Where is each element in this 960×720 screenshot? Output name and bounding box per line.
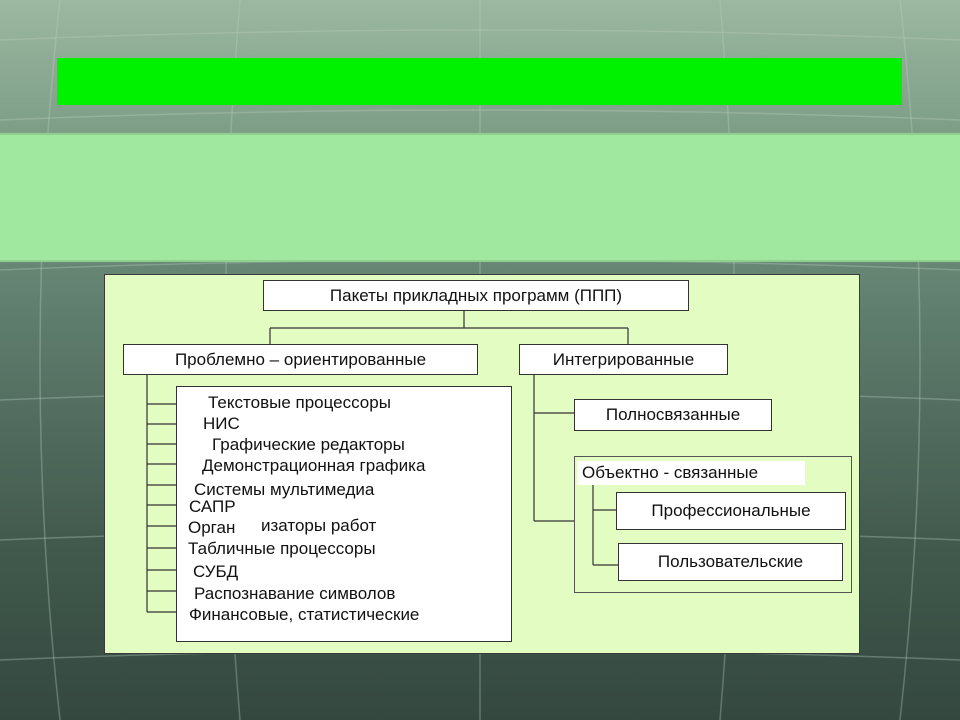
fully-connected-label: Полносвязанные: [605, 405, 741, 424]
object-connected-group: [574, 456, 852, 593]
professional-node: Профессиональные: [616, 492, 846, 530]
list-item: Системы мультимедиа: [194, 480, 375, 499]
list-item: Орган: [188, 518, 236, 537]
list-item: Текстовые процессоры: [208, 393, 391, 412]
integrated-label: Интегрированные: [552, 349, 695, 369]
list-item: Графические редакторы: [212, 435, 405, 454]
list-item: НИС: [203, 414, 240, 433]
list-item: СУБД: [193, 562, 239, 581]
professional-label: Профессиональные: [651, 501, 811, 520]
fully-connected-node: Полносвязанные: [574, 399, 772, 431]
root-node: Пакеты прикладных программ (ППП): [263, 280, 689, 311]
list-item: Демонстрационная графика: [202, 456, 426, 475]
title-bar: [57, 58, 902, 105]
user-label: Пользовательские: [657, 552, 804, 571]
list-item: изаторы работ: [261, 516, 377, 535]
list-item: САПР: [189, 497, 236, 516]
integrated-node: Интегрированные: [519, 344, 728, 375]
list-item: Финансовые, статистические: [189, 605, 420, 624]
list-item: Табличные процессоры: [188, 539, 376, 558]
user-node: Пользовательские: [618, 543, 843, 581]
root-label: Пакеты прикладных программ (ППП): [329, 285, 623, 305]
problem-oriented-node: Проблемно – ориентированные: [123, 344, 478, 375]
problem-oriented-label: Проблемно – ориентированные: [174, 349, 427, 369]
list-item: Распознавание символов: [194, 584, 396, 603]
object-connected-label: Объектно - связанные: [577, 461, 805, 485]
problem-items-box: [176, 386, 512, 642]
subtitle-band: [0, 133, 960, 262]
